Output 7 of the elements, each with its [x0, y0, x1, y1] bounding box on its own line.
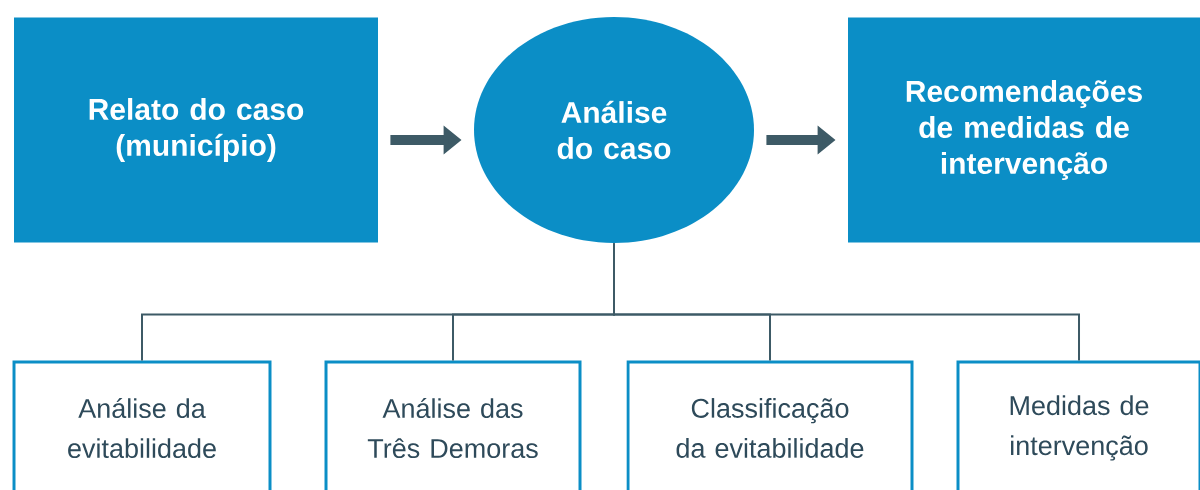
item-box: Análise das Três Demoras	[324, 360, 582, 490]
item-box: Análise da evitabilidade	[12, 360, 272, 490]
process-box: Relato do caso (município)	[14, 17, 378, 243]
item-box: Classificação da evitabilidade	[626, 360, 914, 490]
item-box: Medidas de intervenção	[956, 360, 1200, 490]
process-box: Recomendações de medidas de intervenção	[848, 17, 1200, 243]
connector-line	[613, 242, 1080, 362]
